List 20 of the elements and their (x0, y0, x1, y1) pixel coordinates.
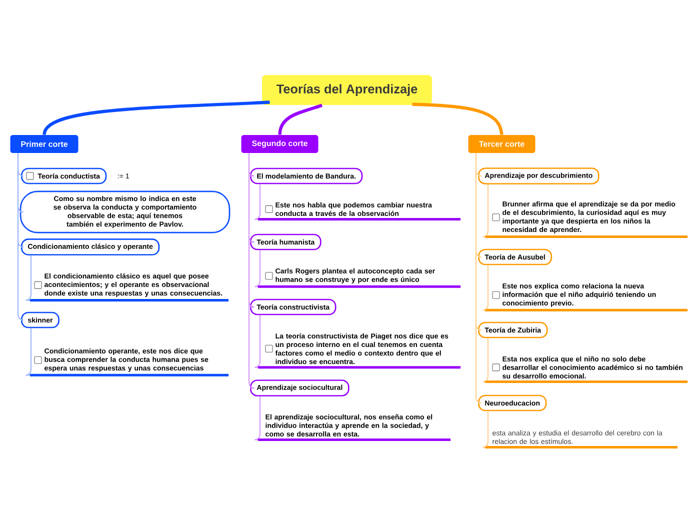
connector-line (254, 250, 260, 288)
central-topic: Teorías del Aprendizaje (262, 75, 432, 105)
branch-box: Primer corte (10, 135, 78, 153)
branch-box: Tercer corte (468, 135, 536, 153)
connector-line (25, 328, 32, 376)
connector-line (482, 264, 488, 311)
connector-line (254, 184, 260, 220)
connector-line (254, 396, 260, 440)
connector-line (482, 410, 488, 448)
branch-box: Segundo corte (241, 135, 318, 153)
connector-line (25, 254, 32, 301)
connector-line (482, 338, 488, 382)
connector-line (476, 152, 482, 404)
connector-line (18, 152, 24, 320)
connector-line (278, 104, 323, 135)
connector-line (254, 314, 260, 368)
connector-line (412, 102, 504, 136)
connector-line (42, 100, 270, 136)
connector-line (482, 184, 488, 238)
connector-line (248, 152, 255, 388)
